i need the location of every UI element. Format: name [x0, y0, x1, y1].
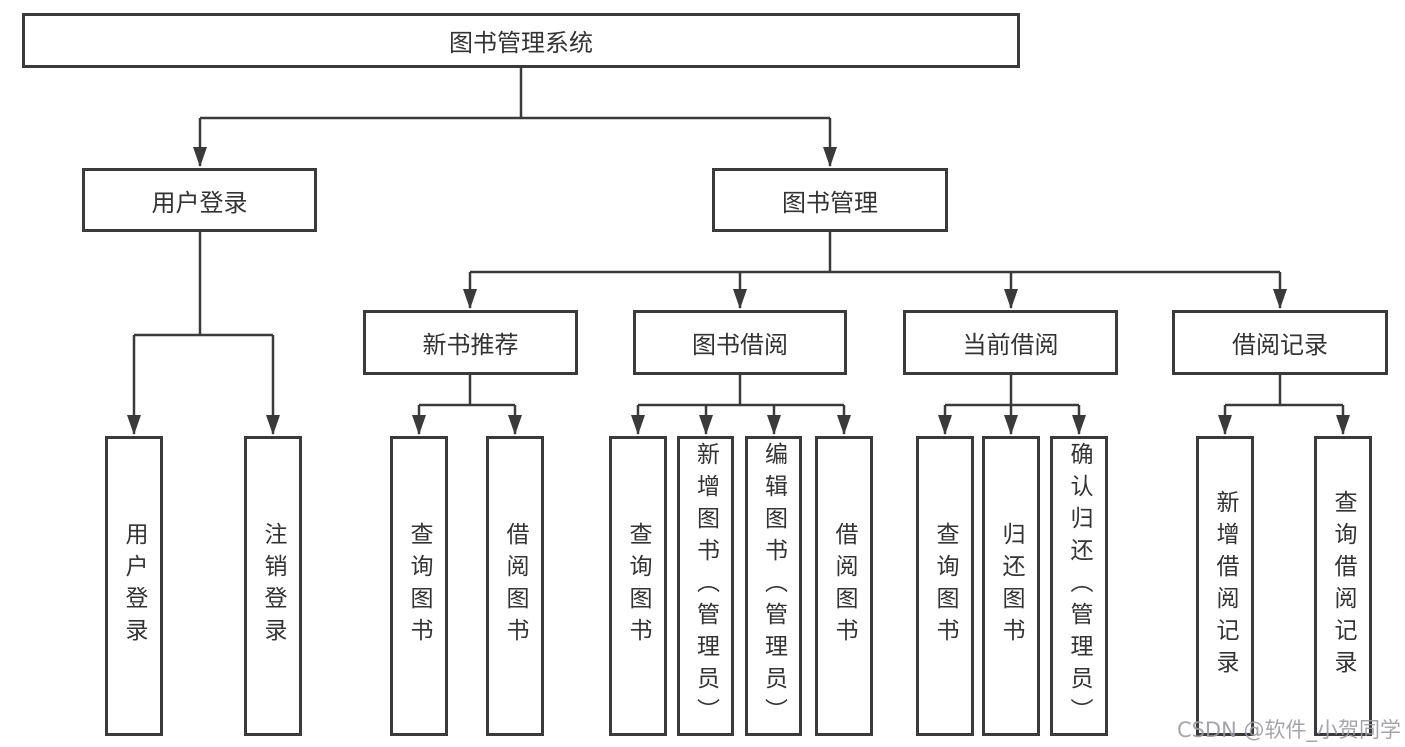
node-book-borrowing: 图书借阅 [633, 310, 847, 375]
node-leaf-logout-label: 注销登录 [260, 522, 286, 650]
node-user-login: 用户登录 [82, 168, 317, 232]
node-leaf-edit-books-admin-label: 编辑图书（管理员） [760, 442, 787, 730]
node-current-borrowing: 当前借阅 [903, 310, 1118, 375]
node-leaf-edit-books-admin: 编辑图书（管理员） [745, 436, 802, 736]
node-leaf-query-books-2: 查询图书 [609, 436, 667, 736]
node-leaf-query-books-1-label: 查询图书 [406, 522, 432, 650]
node-leaf-query-books-2-label: 查询图书 [625, 522, 651, 650]
node-leaf-add-borrow-record: 新增借阅记录 [1196, 436, 1254, 736]
node-leaf-borrow-books-2-label: 借阅图书 [831, 522, 857, 650]
node-user-login-label: 用户登录 [151, 188, 248, 217]
node-leaf-user-login-label: 用户登录 [121, 522, 147, 650]
watermark: CSDN @软件_小贺同学 [1176, 718, 1401, 742]
node-leaf-query-books-3-label: 查询图书 [932, 522, 958, 650]
node-leaf-borrow-books-1: 借阅图书 [486, 436, 544, 736]
node-leaf-add-books-admin: 新增图书（管理员） [677, 436, 734, 736]
node-leaf-return-books-label: 归还图书 [998, 522, 1024, 650]
node-current-borrowing-label: 当前借阅 [962, 331, 1059, 359]
node-book-borrowing-label: 图书借阅 [692, 331, 788, 359]
node-leaf-query-books-1: 查询图书 [390, 436, 448, 736]
node-leaf-query-books-3: 查询图书 [916, 436, 974, 736]
node-leaf-logout: 注销登录 [244, 436, 302, 736]
node-new-book-recommend-label: 新书推荐 [422, 331, 519, 359]
node-root: 图书管理系统 [22, 13, 1020, 68]
node-leaf-query-borrow-record: 查询借阅记录 [1314, 436, 1372, 736]
node-book-management-label: 图书管理 [782, 188, 878, 217]
node-new-book-recommend: 新书推荐 [363, 310, 578, 375]
node-leaf-confirm-return-admin: 确认归还（管理员） [1050, 436, 1108, 736]
node-book-management: 图书管理 [712, 168, 948, 232]
node-leaf-borrow-books-1-label: 借阅图书 [502, 522, 528, 650]
node-leaf-user-login: 用户登录 [105, 436, 163, 736]
node-leaf-borrow-books-2: 借阅图书 [815, 436, 873, 736]
node-leaf-add-borrow-record-label: 新增借阅记录 [1212, 490, 1238, 682]
node-leaf-return-books: 归还图书 [982, 436, 1040, 736]
node-leaf-confirm-return-admin-label: 确认归还（管理员） [1066, 442, 1092, 730]
node-root-label: 图书管理系统 [449, 29, 593, 57]
node-leaf-add-books-admin-label: 新增图书（管理员） [692, 442, 719, 730]
node-borrow-records: 借阅记录 [1172, 310, 1388, 375]
node-leaf-query-borrow-record-label: 查询借阅记录 [1330, 490, 1356, 682]
node-borrow-records-label: 借阅记录 [1232, 331, 1328, 359]
